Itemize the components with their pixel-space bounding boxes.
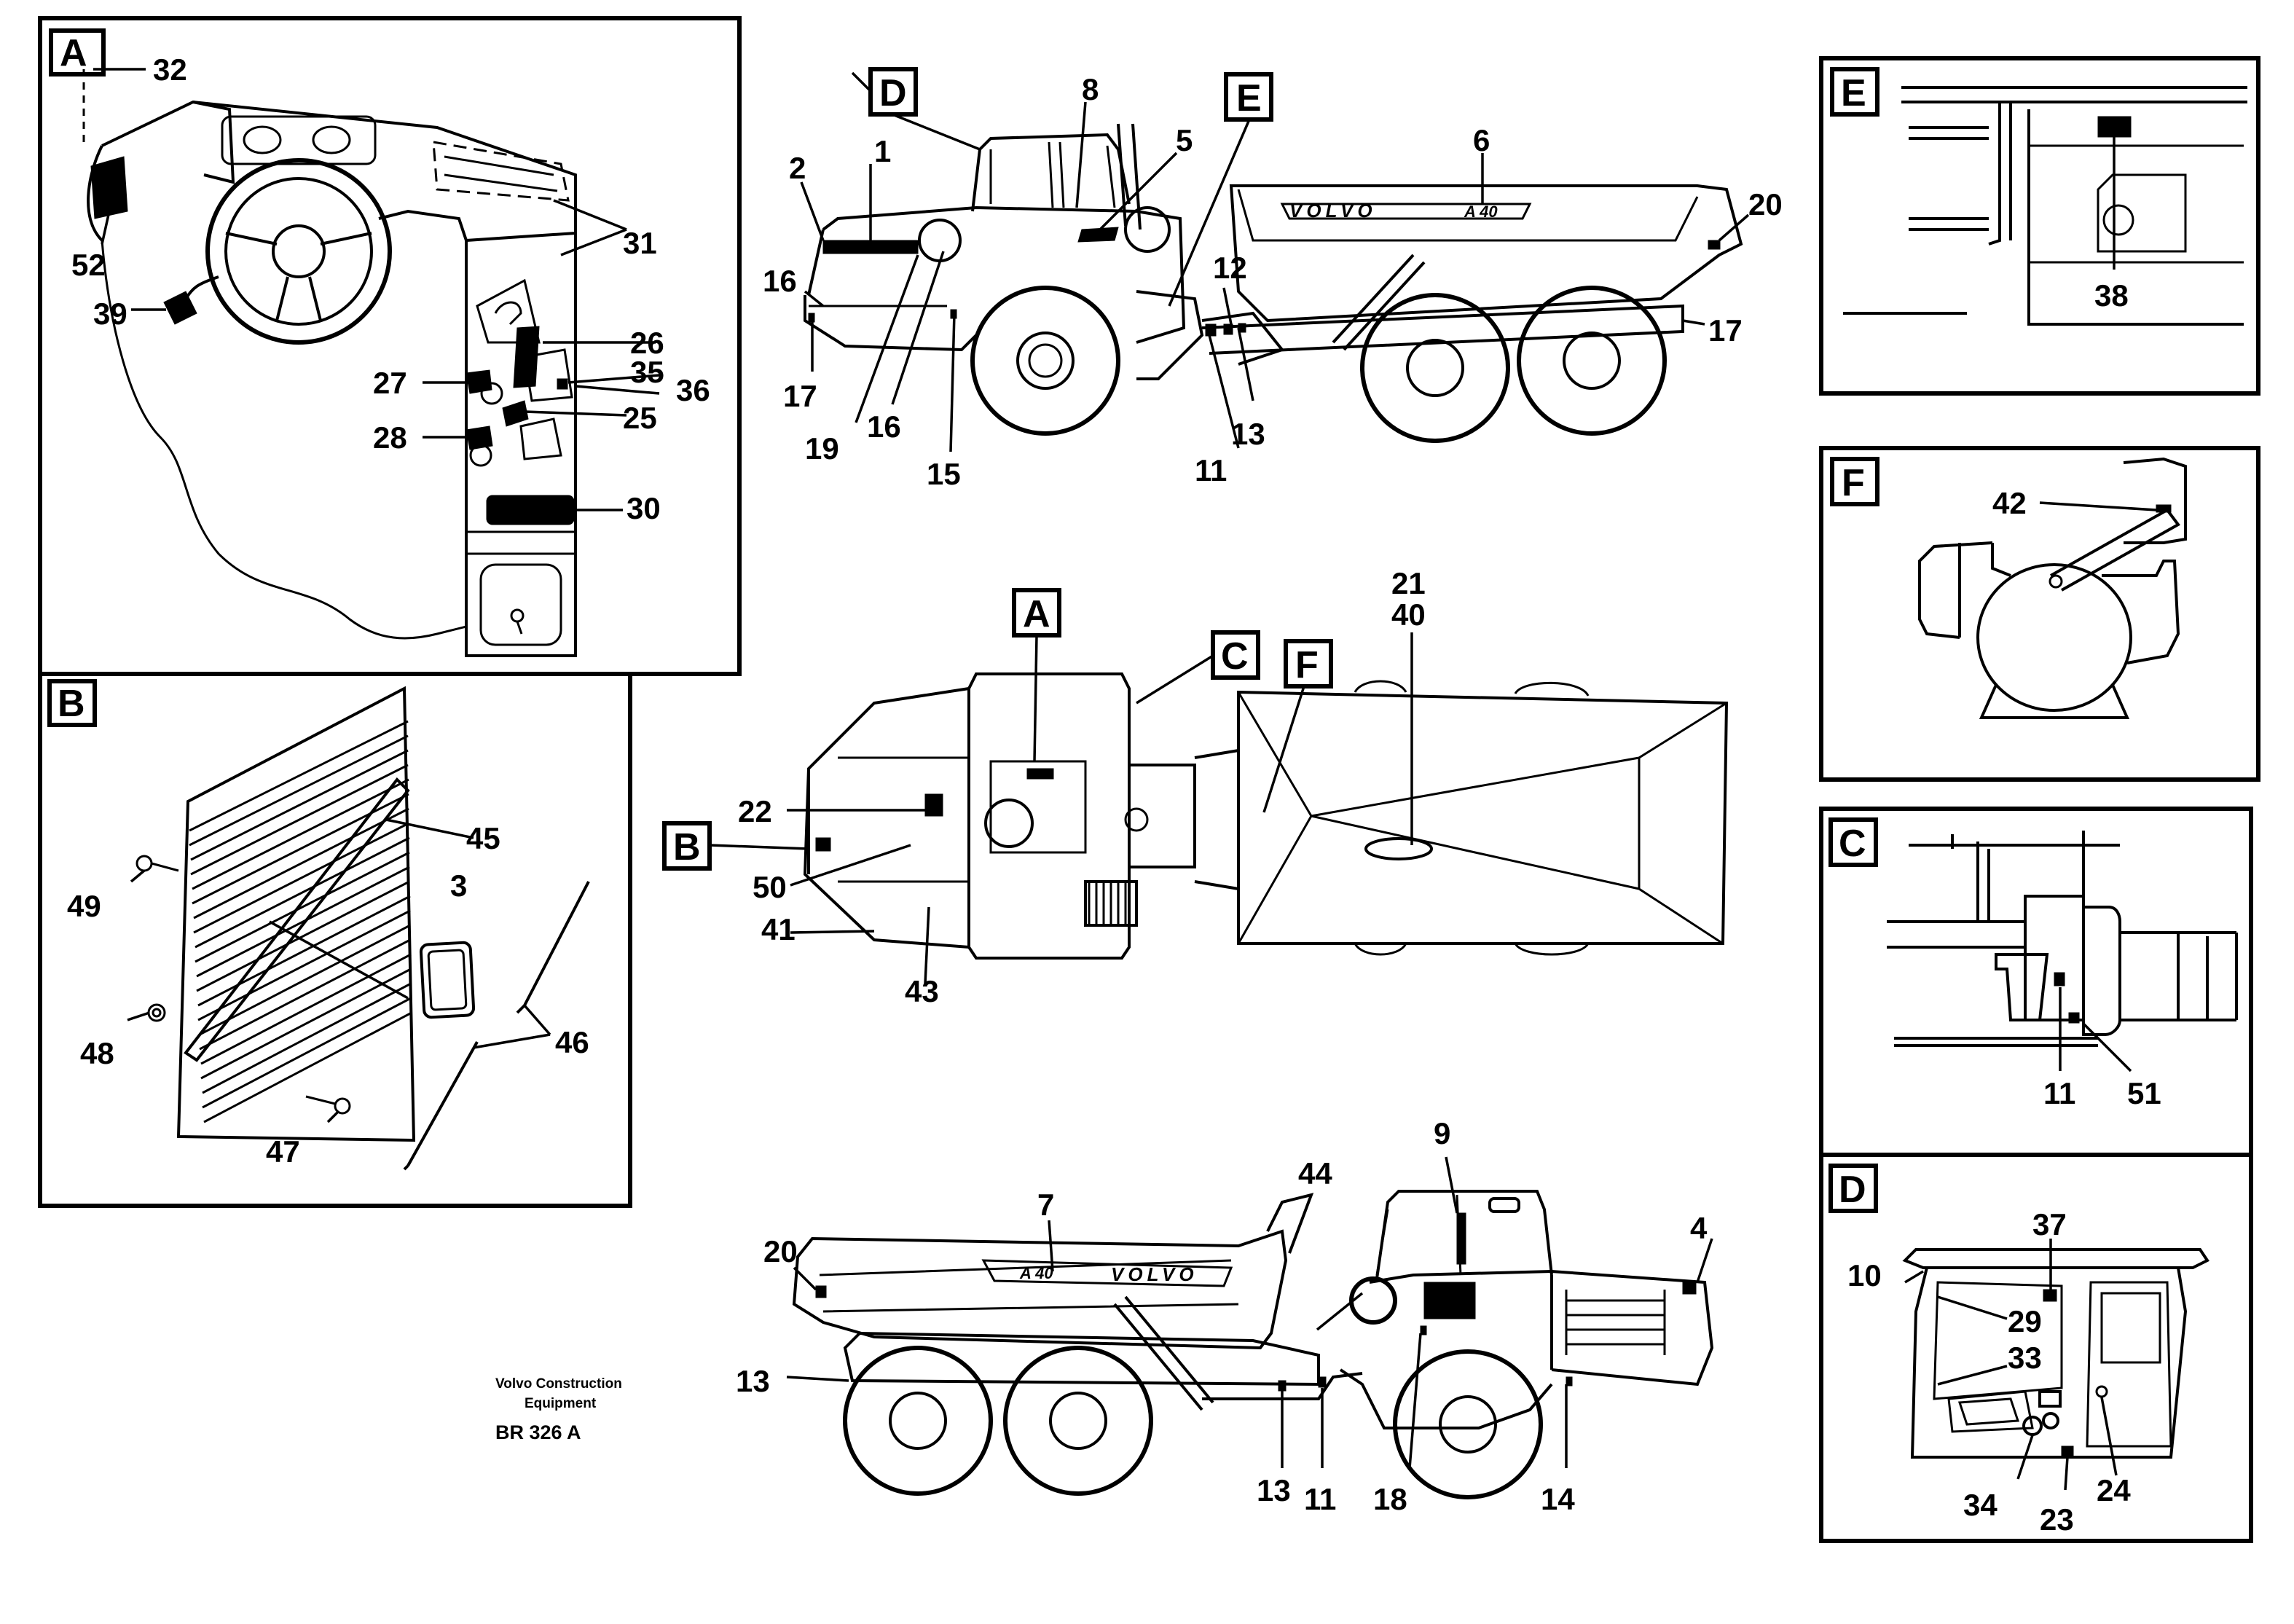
callout-23: 23 (2040, 1502, 2074, 1537)
callout-47: 47 (266, 1134, 300, 1169)
callout-34: 34 (1963, 1488, 1998, 1522)
plan-c-label: C (1221, 635, 1249, 678)
callout-16b: 16 (867, 409, 901, 444)
view-e-label: E (1236, 77, 1262, 119)
detail-e: E 38 (1819, 56, 2260, 396)
callout-1: 1 (874, 134, 891, 168)
callout-36: 36 (676, 373, 710, 407)
callout-45: 45 (466, 821, 500, 855)
detail-a: A (38, 16, 742, 676)
decal-model-bottom: A 40 (1019, 1264, 1053, 1282)
callout-8: 8 (1082, 72, 1099, 106)
detail-a-label: A (60, 32, 87, 74)
decal-brand-top: VOLVO (1289, 200, 1377, 221)
callout-13c: 13 (1257, 1473, 1291, 1507)
callout-41: 41 (761, 912, 796, 946)
callout-11: 11 (1195, 453, 1227, 487)
plan-view: A C F B (662, 566, 1729, 1008)
plan-b-label: B (673, 826, 701, 868)
callout-28: 28 (373, 420, 407, 455)
callout-26: 26 (630, 326, 664, 360)
callout-18: 18 (1373, 1482, 1407, 1516)
callout-32: 32 (153, 52, 187, 87)
callout-10: 10 (1847, 1258, 1882, 1292)
callout-17b: 17 (783, 379, 817, 413)
callout-44: 44 (1298, 1156, 1332, 1190)
callout-9: 9 (1434, 1116, 1450, 1150)
callout-43: 43 (905, 974, 939, 1008)
callout-20: 20 (1748, 187, 1783, 221)
callout-12: 12 (1213, 251, 1247, 285)
callout-21: 21 (1391, 566, 1426, 600)
decal-brand-bottom: VOLVO (1111, 1263, 1198, 1285)
callout-19: 19 (805, 431, 839, 466)
detail-b-label: B (58, 683, 85, 725)
callout-11b: 11 (1304, 1482, 1336, 1516)
callout-46: 46 (555, 1025, 589, 1059)
callout-15: 15 (927, 457, 961, 491)
callout-29: 29 (2008, 1304, 2042, 1338)
callout-20b: 20 (763, 1234, 798, 1268)
callout-35: 35 (630, 355, 664, 389)
callout-51: 51 (2127, 1076, 2161, 1110)
detail-b: B 45 3 46 49 48 47 (38, 672, 632, 1208)
plan-a-label: A (1023, 593, 1050, 635)
callout-13: 13 (1231, 417, 1265, 451)
side-view-bottom: VOLVO A 40 (736, 1116, 1714, 1516)
callout-38: 38 (2094, 278, 2129, 313)
callout-25: 25 (623, 401, 657, 435)
callout-27: 27 (373, 366, 407, 400)
callout-16: 16 (763, 264, 797, 298)
callout-37: 37 (2032, 1207, 2067, 1241)
callout-22: 22 (738, 794, 772, 828)
detail-c: C 11 51 (1819, 807, 2253, 1161)
view-d-label: D (879, 72, 907, 114)
detail-d: D 37 10 29 33 34 23 24 (1819, 1153, 2253, 1543)
callout-33: 33 (2008, 1341, 2042, 1375)
callout-24: 24 (2097, 1473, 2131, 1507)
side-view-top: D E VOLVO A 40 (763, 67, 1783, 491)
callout-42: 42 (1992, 486, 2027, 520)
callout-49: 49 (67, 889, 101, 923)
callout-30: 30 (626, 491, 661, 525)
credit-block: Volvo Construction Equipment BR 326 A (495, 1376, 622, 1443)
detail-f-label: F (1842, 462, 1865, 504)
callout-4: 4 (1690, 1211, 1708, 1245)
callout-40: 40 (1391, 597, 1426, 632)
credit-line-2: Equipment (525, 1396, 597, 1411)
detail-d-label: D (1839, 1169, 1866, 1211)
callout-7: 7 (1037, 1188, 1054, 1222)
callout-6: 6 (1473, 123, 1490, 157)
detail-f: F 42 (1819, 446, 2260, 782)
callout-3: 3 (450, 868, 467, 903)
callout-14: 14 (1541, 1482, 1575, 1516)
credit-code: BR 326 A (495, 1421, 581, 1443)
decal-model-top: A 40 (1464, 203, 1498, 221)
detail-e-label: E (1841, 72, 1866, 114)
callout-39: 39 (93, 297, 127, 331)
callout-48: 48 (80, 1036, 114, 1070)
callout-2: 2 (789, 151, 806, 185)
plan-f-label: F (1295, 644, 1319, 686)
callout-5: 5 (1176, 123, 1193, 157)
callout-11c: 11 (2043, 1076, 2075, 1110)
callout-52: 52 (71, 248, 106, 282)
callout-13b: 13 (736, 1364, 770, 1398)
callout-17: 17 (1708, 313, 1743, 348)
callout-50: 50 (753, 870, 787, 904)
callout-31: 31 (623, 226, 657, 260)
detail-c-label: C (1839, 823, 1866, 865)
credit-line-1: Volvo Construction (495, 1376, 622, 1392)
